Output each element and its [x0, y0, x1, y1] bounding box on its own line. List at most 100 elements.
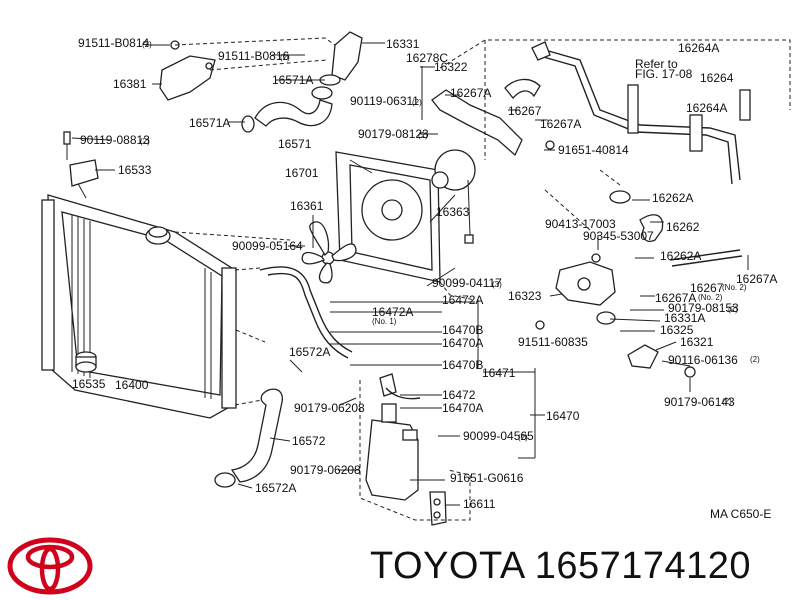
label-16267a-no2: 16267A: [655, 291, 696, 305]
bracket-16381: [159, 40, 216, 101]
label-16470b-b: 16470B: [442, 358, 483, 372]
qty-16267-no2: (No. 2): [722, 283, 747, 292]
label-16470: 16470: [546, 409, 580, 423]
label-16323: 16323: [508, 289, 542, 303]
footer-code: MA C650-E: [710, 507, 771, 521]
cushion-16535: [75, 351, 97, 373]
label-refer-to: Refer to: [635, 57, 678, 71]
callout-labels: 91511-B0814 (2) 91511-B0816 (2) 16331 16…: [72, 36, 777, 521]
label-90179-08123: 90179-08123: [358, 127, 429, 141]
water-bypass-pipes: [531, 41, 751, 185]
label-16611: 16611: [463, 497, 496, 511]
label-16267-no2: 16267: [690, 281, 724, 295]
label-16267: 16267: [508, 104, 542, 118]
label-16331: 16331: [386, 37, 420, 51]
hose-16572: [214, 388, 283, 488]
label-16471: 16471: [482, 366, 516, 380]
label-91651-g0616: 91651-G0616: [450, 471, 524, 485]
hose-16571: [241, 86, 333, 133]
fan-16361: [301, 221, 357, 284]
label-16472a-b: 16472A: [372, 305, 413, 319]
fan-shroud-16701: [335, 151, 441, 283]
label-16572a-bot: 16572A: [255, 481, 296, 495]
toyota-logo-icon: [7, 537, 93, 595]
label-16470b: 16470B: [442, 323, 483, 337]
fan-motor-16363: [431, 149, 476, 244]
label-16701: 16701: [285, 166, 319, 180]
label-16571: 16571: [278, 137, 312, 151]
qty-90179-08153: (2): [728, 305, 738, 314]
label-16361: 16361: [290, 199, 324, 213]
label-90179-08153: 90179-08153: [668, 301, 739, 315]
label-16533: 16533: [118, 163, 152, 177]
bracket-16611: [429, 491, 447, 526]
label-90099-04565: 90099-04565: [463, 429, 534, 443]
bracket-16533: [63, 131, 99, 187]
label-16572: 16572: [292, 434, 326, 448]
label-16331a: 16331A: [664, 311, 705, 325]
label-16363: 16363: [436, 205, 470, 219]
label-91511-60835: 91511-60835: [518, 335, 588, 349]
qty-90179-06143: (2): [722, 397, 732, 406]
label-16262: 16262: [666, 220, 700, 234]
label-16262a-mid: 16262A: [660, 249, 701, 263]
label-90099-05164: 90099-05164: [232, 239, 303, 253]
label-16472a-a: 16472A: [442, 293, 483, 307]
label-91511-b0816: 91511-B0816: [218, 49, 290, 63]
label-16470a-b: 16470A: [442, 401, 483, 415]
label-90179-06208-a: 90179-06208: [294, 401, 365, 415]
qty-90179-08123: (2): [418, 131, 428, 140]
label-90119-06311: 90119-06311: [350, 94, 419, 108]
overflow-hoses: [259, 266, 421, 400]
label-16470a-a: 16470A: [442, 336, 483, 350]
label-91511-b0814: 91511-B0814: [78, 36, 150, 50]
thermostat-16325: [596, 311, 696, 378]
qty-90099-04117: (3): [492, 280, 502, 289]
qty-16472a-no1: (No. 1): [372, 317, 397, 326]
qty-90116-06136: (2): [750, 355, 760, 364]
qty-16267a-no2: (No. 2): [698, 293, 723, 302]
label-16267a-a: 16267A: [450, 86, 491, 100]
label-90119-08813: 90119-08813: [80, 133, 150, 147]
label-16571a-mid: 16571A: [189, 116, 230, 130]
label-16267a-b: 16267A: [540, 117, 581, 131]
outlet-16331: [319, 31, 363, 86]
label-16325: 16325: [660, 323, 694, 337]
leader-lines: [71, 42, 749, 506]
label-90116-06136: 90116-06136: [668, 353, 738, 367]
qty-90099-04565: (2): [518, 433, 528, 442]
brand-name: TOYOTA: [370, 545, 524, 587]
hose-16262: [609, 190, 743, 267]
label-16535: 16535: [72, 377, 106, 391]
label-16267a-right: 16267A: [736, 272, 777, 286]
qty-91511-b0814: (2): [142, 40, 152, 49]
reservoir-16470: [365, 373, 419, 501]
brand-part-number-caption: TOYOTA 1657174120: [370, 545, 751, 588]
hose-16267: [431, 78, 555, 157]
label-90099-04117: 90099-04117: [432, 276, 502, 290]
part-number: 1657174120: [534, 545, 752, 587]
label-91651-40814: 91651-40814: [558, 143, 629, 157]
label-90345-53007: 90345-53007: [583, 229, 654, 243]
label-16571a-top: 16571A: [272, 73, 313, 87]
label-16264: 16264: [700, 71, 734, 85]
label-90413-17003: 90413-17003: [545, 217, 616, 231]
label-90179-06143: 90179-06143: [664, 395, 735, 409]
label-16321: 16321: [680, 335, 714, 349]
qty-91511-b0816: (2): [280, 53, 290, 62]
label-16264a-top: 16264A: [678, 41, 719, 55]
label-fig-ref: FIG. 17-08: [635, 67, 693, 81]
label-16264a-mid: 16264A: [686, 101, 727, 115]
label-16572a-top: 16572A: [289, 345, 330, 359]
water-inlet-16323: [535, 253, 616, 330]
label-16472: 16472: [442, 388, 476, 402]
label-16322: 16322: [434, 60, 468, 74]
label-16381: 16381: [113, 77, 147, 91]
qty-90119-08813: (2): [140, 137, 150, 146]
dashed-guides: [174, 37, 791, 521]
label-16400: 16400: [115, 378, 149, 392]
label-16262a-top: 16262A: [652, 191, 693, 205]
qty-90119-06311: (2): [412, 98, 422, 107]
label-90179-06208-b: 90179-06208: [290, 463, 361, 477]
